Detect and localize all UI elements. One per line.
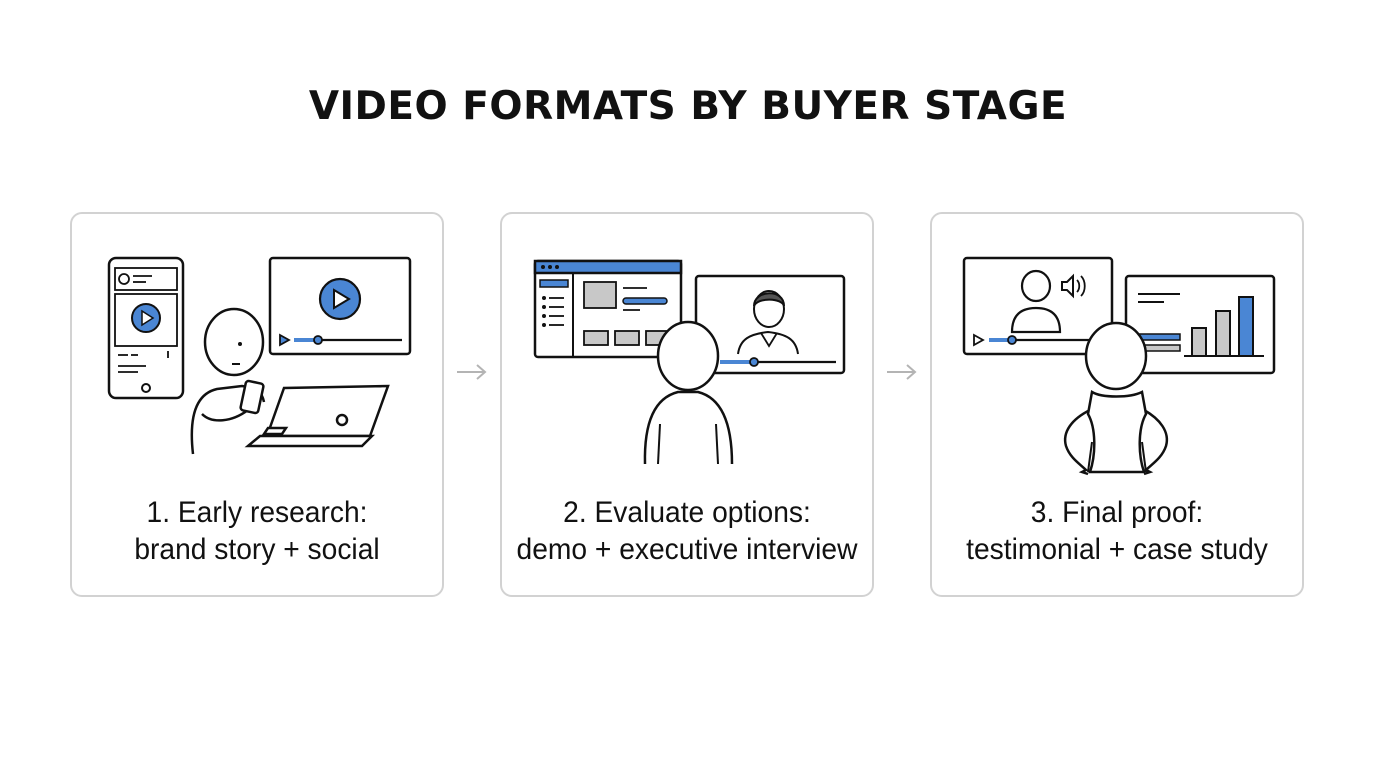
laptop-icon — [244, 384, 390, 448]
page-title: VIDEO FORMATS BY BUYER STAGE — [308, 84, 1068, 129]
evaluate-options-illustration — [533, 259, 846, 465]
final-proof-illustration — [962, 256, 1276, 476]
stage-caption: 3. Final proof: testimonial + case study — [943, 494, 1291, 568]
caption-line-1: 3. Final proof: — [1030, 496, 1204, 529]
caption-line-2: testimonial + case study — [966, 533, 1268, 566]
stage-card-final-proof: 3. Final proof: testimonial + case study — [930, 212, 1304, 597]
smartphone-icon — [107, 256, 185, 400]
early-research-illustration — [107, 256, 412, 455]
testimonial-video-icon — [962, 256, 1114, 356]
video-interview-icon — [694, 274, 846, 375]
caption-line-2: brand story + social — [134, 533, 380, 566]
arrow-right-icon — [887, 364, 917, 380]
stage-card-early-research: 1. Early research: brand story + social — [70, 212, 444, 597]
bar-chart-icon — [1124, 274, 1276, 375]
video-player-icon — [268, 256, 412, 356]
person-icon — [643, 320, 734, 465]
caption-line-1: 1. Early research: — [146, 496, 368, 529]
browser-window-icon — [533, 259, 683, 359]
caption-line-1: 2. Evaluate options: — [563, 496, 811, 529]
person-icon — [1063, 321, 1169, 476]
stage-caption: 1. Early research: brand story + social — [83, 494, 431, 568]
caption-line-2: demo + executive interview — [516, 533, 858, 566]
person-icon — [190, 307, 266, 455]
stage-card-evaluate-options: 2. Evaluate options: demo + executive in… — [500, 212, 874, 597]
arrow-right-icon — [457, 364, 487, 380]
stage-caption: 2. Evaluate options: demo + executive in… — [513, 494, 861, 568]
